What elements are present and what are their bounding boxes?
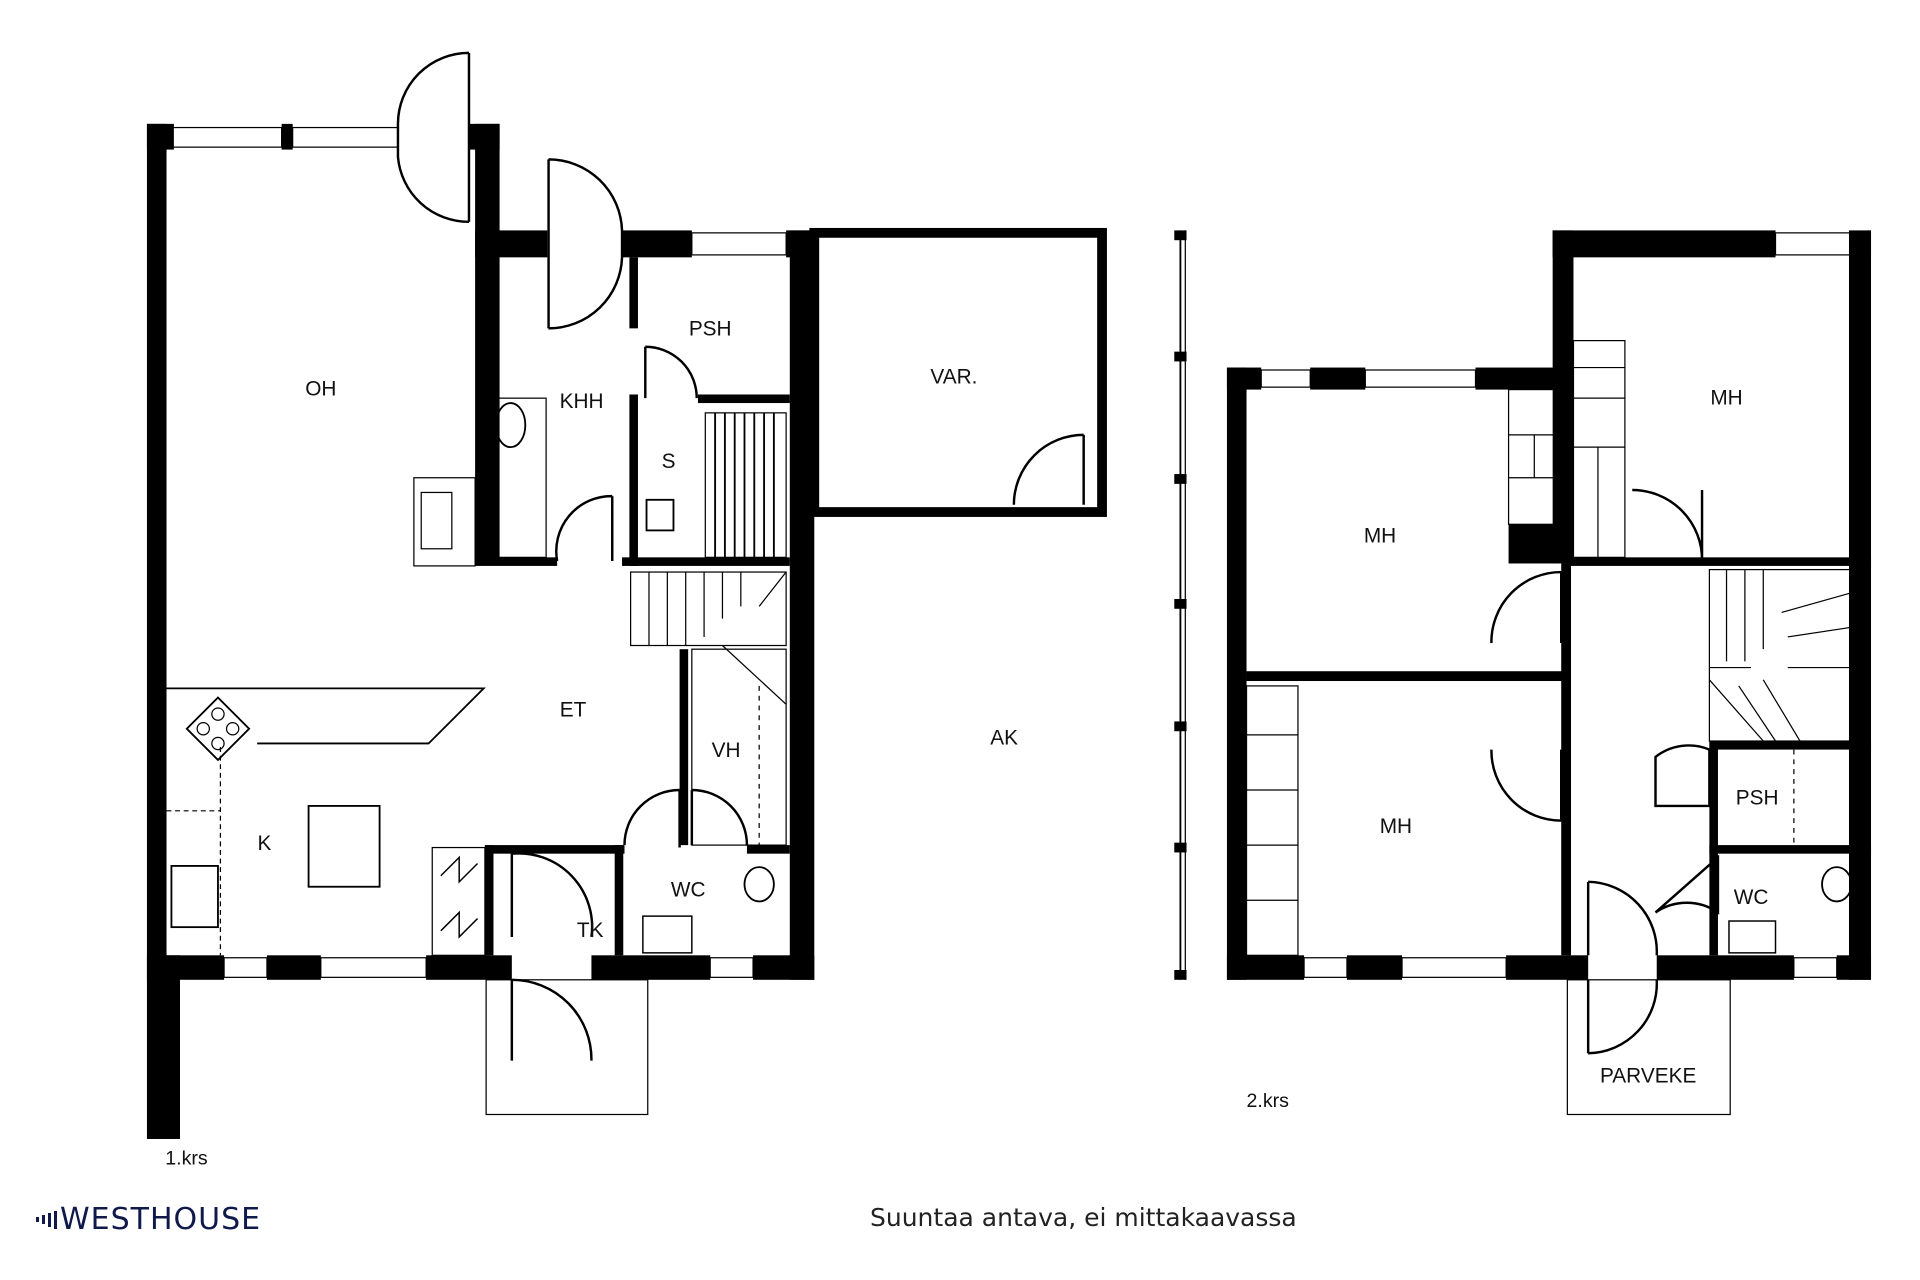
- room-label-parveke: PARVEKE: [1600, 1065, 1696, 1088]
- floor-label-2: 2.krs: [1247, 1090, 1290, 1112]
- room-label-psh: PSH: [1736, 787, 1779, 810]
- walls-floor-2: [1226, 230, 1872, 980]
- room-label-mh: MH: [1380, 815, 1412, 838]
- room-label-mh: MH: [1364, 525, 1396, 548]
- room-label-oh: OH: [305, 378, 336, 401]
- room-label-ak: AK: [990, 727, 1018, 750]
- room-labels: OH KHH PSH S VAR. ET K VH WC TK AK 1.krs…: [165, 318, 1778, 1170]
- room-label-et: ET: [560, 699, 587, 722]
- room-label-s: S: [662, 450, 676, 473]
- room-label-psh: PSH: [689, 318, 732, 341]
- room-label-khh: KHH: [560, 390, 604, 413]
- room-label-wc: WC: [671, 879, 706, 902]
- floor-label-1: 1.krs: [165, 1148, 208, 1170]
- logo-text: WESTHOUSE: [60, 1202, 262, 1237]
- disclaimer-note: Suuntaa antava, ei mittakaavassa: [870, 1203, 1297, 1232]
- room-label-wc: WC: [1734, 886, 1769, 909]
- logo-bars-icon: [36, 1210, 57, 1229]
- room-label-var: VAR.: [930, 365, 977, 388]
- room-label-k: K: [258, 832, 272, 855]
- westhouse-logo: WESTHOUSE: [36, 1202, 261, 1237]
- divider: [1174, 230, 1187, 980]
- walls-floor-1: [146, 123, 815, 1139]
- fixtures-floor-2: [1245, 232, 1870, 1116]
- room-label-mh: MH: [1710, 386, 1742, 409]
- fixtures-floor-1: [166, 51, 1107, 1116]
- room-label-tk: TK: [577, 919, 604, 942]
- room-label-vh: VH: [712, 739, 741, 762]
